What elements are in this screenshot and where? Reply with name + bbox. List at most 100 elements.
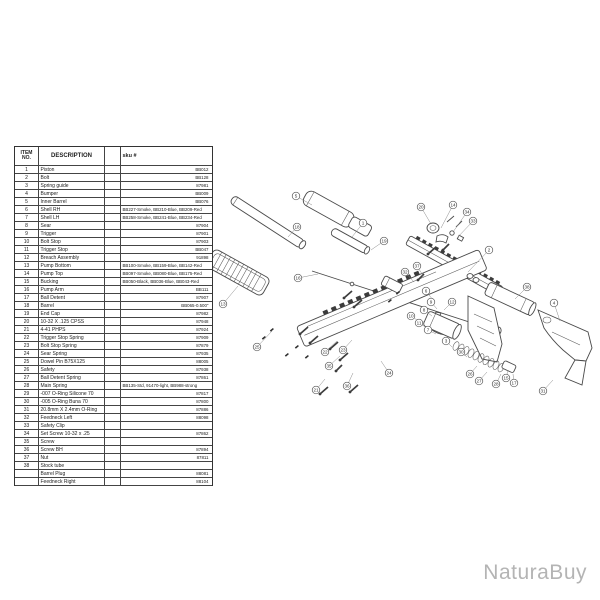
callout: 34 (452, 207, 472, 233)
svg-text:34: 34 (464, 210, 470, 215)
sku-cell: BB012 (195, 166, 209, 172)
o-ring-part (472, 277, 480, 283)
qty-cell (105, 462, 121, 469)
item-no-cell: 37 (15, 454, 39, 461)
sku-cell: 87817 (196, 390, 209, 396)
receiver-body-part (296, 249, 487, 347)
item-no-cell: 36 (15, 446, 39, 453)
item-no-cell: 6 (15, 206, 39, 213)
svg-text:35: 35 (326, 364, 332, 369)
callout: 31 (538, 379, 554, 396)
qty-cell (105, 342, 121, 349)
item-no-cell: 13 (15, 262, 39, 269)
sku-cell: 87907 (196, 294, 209, 300)
sku-cell: 87938 (196, 366, 209, 372)
sku-cell: BB128 (195, 174, 209, 180)
item-no-cell: 15 (15, 278, 39, 285)
description-cell: Pump Arm (39, 286, 105, 293)
callout: 13 (218, 285, 239, 309)
sku-cell: 87935 (196, 350, 209, 356)
description-cell: Safety Clip (39, 422, 105, 429)
svg-text:3: 3 (445, 339, 448, 344)
svg-text:33: 33 (470, 219, 476, 224)
svg-text:37: 37 (414, 264, 420, 269)
callout: 18 (287, 222, 302, 238)
svg-text:15: 15 (503, 376, 509, 381)
item-no-cell: 21 (15, 326, 39, 333)
qty-cell (105, 318, 121, 325)
qty-cell (105, 326, 121, 333)
sku-cell (121, 422, 210, 429)
item-no-cell: 30 (15, 398, 39, 405)
qty-cell (105, 430, 121, 437)
description-cell: Bolt (39, 174, 105, 181)
callout: 28 (491, 373, 502, 389)
callout: 19 (370, 236, 389, 251)
svg-text:28: 28 (493, 382, 499, 387)
qty-cell (105, 222, 121, 229)
sku-cell: 87924 (196, 326, 209, 332)
svg-text:38: 38 (524, 285, 530, 290)
description-cell: -007 O-Ring Silicone 70 (39, 390, 105, 397)
sku-cell: BB100-Smoke, BB159-Blue, BB142-Red (122, 262, 202, 268)
sku-cell: BB227-Smoke, BB210-Blue, BB209-Red (122, 206, 202, 212)
svg-text:7: 7 (427, 328, 430, 333)
inner-barrel-part (330, 228, 371, 255)
qty-cell (105, 454, 121, 461)
qty-cell (105, 182, 121, 189)
qty-cell (105, 422, 121, 429)
callout: 22 (320, 340, 338, 357)
item-no-cell: 14 (15, 270, 39, 277)
callout: 25 (252, 330, 273, 352)
header-qty (105, 147, 121, 165)
svg-text:18: 18 (294, 225, 300, 230)
item-no-cell: 11 (15, 246, 39, 253)
item-no-cell: 25 (15, 358, 39, 365)
qty-cell (105, 334, 121, 341)
qty-cell (105, 382, 121, 389)
sku-cell: 88081 (196, 470, 209, 476)
sku-cell: 87861 (196, 374, 209, 380)
description-cell: Pump Top (39, 270, 105, 277)
sku-cell: BB009 (195, 190, 209, 196)
pump-handle-part (206, 249, 270, 296)
description-cell: 20.8mm X 2.4mm O-Ring (39, 406, 105, 413)
sku-cell: 87903 (196, 238, 209, 244)
sku-cell: 87948 (196, 318, 209, 324)
description-cell: Piston (39, 166, 105, 173)
item-no-cell: 8 (15, 222, 39, 229)
pins (261, 290, 400, 359)
qty-cell (105, 374, 121, 381)
qty-cell (105, 246, 121, 253)
qty-cell (105, 230, 121, 237)
svg-text:22: 22 (322, 350, 328, 355)
svg-text:26: 26 (467, 372, 473, 377)
qty-cell (105, 286, 121, 293)
item-no-cell: 35 (15, 438, 39, 445)
item-no-cell: 34 (15, 430, 39, 437)
qty-cell (105, 478, 121, 485)
svg-text:30: 30 (458, 350, 464, 355)
sku-cell: 87904 (196, 222, 209, 228)
callout: 20 (416, 202, 432, 225)
callout: 6 (421, 286, 434, 301)
description-cell: Bolt Stop (39, 238, 105, 245)
item-no-cell: 22 (15, 334, 39, 341)
qty-cell (105, 270, 121, 277)
svg-text:17: 17 (511, 381, 517, 386)
sku-cell: 87982 (196, 310, 209, 316)
sku-cell: 87909 (196, 334, 209, 340)
description-cell: Barrel (39, 302, 105, 309)
qty-cell (105, 310, 121, 317)
qty-cell (105, 366, 121, 373)
